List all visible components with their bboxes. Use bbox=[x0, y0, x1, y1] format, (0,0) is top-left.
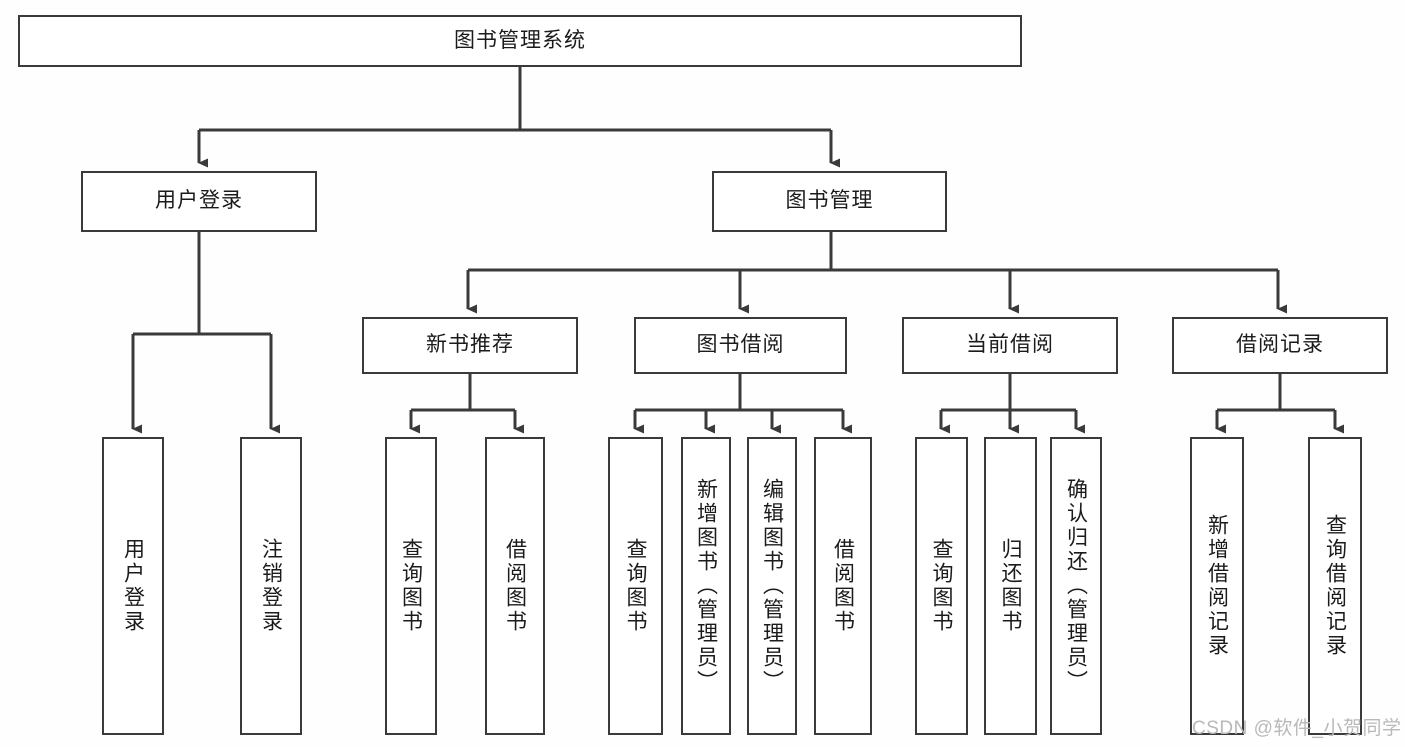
node-leaf-confirm-return-admin[interactable]: 确认归还（管理员） bbox=[1050, 437, 1102, 735]
node-level3-book-borrow-label: 图书借阅 bbox=[696, 333, 785, 357]
node-level3-current-borrow-label: 当前借阅 bbox=[966, 333, 1054, 357]
node-leaf-add-borrow-record[interactable]: 新增借阅记录 bbox=[1190, 437, 1244, 735]
node-leaf-confirm-return-admin-label: 确认归还（管理员） bbox=[1064, 478, 1088, 694]
node-level3-new-book-recommend-label: 新书推荐 bbox=[426, 333, 514, 357]
node-leaf-query-book-new-label: 查询图书 bbox=[399, 538, 423, 634]
node-root[interactable]: 图书管理系统 bbox=[18, 15, 1022, 67]
node-leaf-add-book-admin-label: 新增图书（管理员） bbox=[694, 478, 718, 694]
node-leaf-borrow-book-new[interactable]: 借阅图书 bbox=[485, 437, 545, 735]
node-level3-current-borrow[interactable]: 当前借阅 bbox=[902, 317, 1118, 374]
node-leaf-logout-label: 注销登录 bbox=[259, 538, 283, 634]
node-leaf-logout[interactable]: 注销登录 bbox=[240, 437, 302, 735]
node-leaf-query-book-borrow[interactable]: 查询图书 bbox=[608, 437, 663, 735]
node-level2-book-management[interactable]: 图书管理 bbox=[712, 171, 947, 232]
node-leaf-query-borrow-record-label: 查询借阅记录 bbox=[1323, 514, 1347, 658]
node-level2-user-login-label: 用户登录 bbox=[155, 189, 243, 213]
node-leaf-lend-book[interactable]: 借阅图书 bbox=[814, 437, 872, 735]
node-leaf-edit-book-admin[interactable]: 编辑图书（管理员） bbox=[747, 437, 797, 735]
node-level3-new-book-recommend[interactable]: 新书推荐 bbox=[362, 317, 578, 374]
node-leaf-borrow-book-new-label: 借阅图书 bbox=[503, 538, 527, 634]
node-root-label: 图书管理系统 bbox=[454, 28, 586, 52]
node-leaf-query-book-current[interactable]: 查询图书 bbox=[915, 437, 968, 735]
node-leaf-return-book[interactable]: 归还图书 bbox=[984, 437, 1037, 735]
node-leaf-add-borrow-record-label: 新增借阅记录 bbox=[1205, 514, 1229, 658]
node-leaf-query-book-new[interactable]: 查询图书 bbox=[385, 437, 437, 735]
node-leaf-user-login[interactable]: 用户登录 bbox=[102, 437, 164, 735]
node-leaf-lend-book-label: 借阅图书 bbox=[831, 538, 855, 634]
node-leaf-query-borrow-record[interactable]: 查询借阅记录 bbox=[1308, 437, 1362, 735]
node-level3-borrow-records-label: 借阅记录 bbox=[1236, 333, 1324, 357]
node-level3-book-borrow[interactable]: 图书借阅 bbox=[634, 317, 847, 374]
node-leaf-query-book-borrow-label: 查询图书 bbox=[624, 538, 647, 634]
node-level3-borrow-records[interactable]: 借阅记录 bbox=[1172, 317, 1388, 374]
node-leaf-edit-book-admin-label: 编辑图书（管理员） bbox=[760, 478, 784, 694]
node-leaf-add-book-admin[interactable]: 新增图书（管理员） bbox=[681, 437, 731, 735]
node-leaf-query-book-current-label: 查询图书 bbox=[930, 538, 953, 634]
node-leaf-user-login-label: 用户登录 bbox=[121, 538, 145, 634]
node-leaf-return-book-label: 归还图书 bbox=[999, 538, 1022, 634]
node-level2-book-management-label: 图书管理 bbox=[785, 189, 874, 213]
node-level2-user-login[interactable]: 用户登录 bbox=[81, 171, 317, 232]
